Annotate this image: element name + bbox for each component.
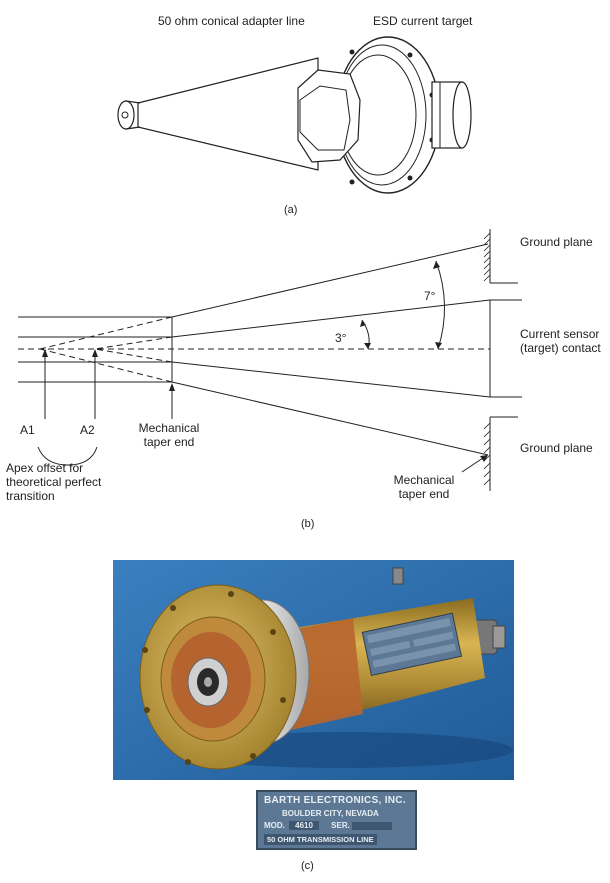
panel-a: 50 ohm conical adapter line ESD current … [0, 0, 610, 225]
plate-ser-field [352, 821, 393, 830]
plate-line4: 50 OHM TRANSMISSION LINE [264, 834, 377, 845]
outer-taper-bottom [171, 381, 489, 456]
label-esd-target: ESD current target [373, 14, 473, 28]
cylinder-nameplate [361, 612, 463, 677]
panel-b: Ground plane Ground plane Current sensor… [0, 225, 610, 540]
caption-c: (c) [301, 860, 314, 872]
label-angle-7: 7° [424, 289, 436, 303]
plate-mod-label: MOD. [264, 821, 285, 830]
nameplate-closeup: BARTH ELECTRONICS, INC. BOULDER CITY, NE… [256, 790, 417, 850]
inner-taper-bottom [171, 361, 491, 398]
caption-b: (b) [301, 518, 315, 530]
plate-line1: BARTH ELECTRONICS, INC. [264, 795, 406, 806]
plate-mod-value: 4610 [289, 821, 319, 830]
plate-ser-label: SER. [331, 821, 350, 830]
label-apex-a2: A2 [80, 423, 95, 437]
inner-taper-top [171, 299, 491, 338]
apex-brace [37, 446, 98, 466]
label-mech-taper-end-left: Mechanical taper end [138, 421, 200, 449]
device-photo [113, 560, 514, 780]
label-apex-offset: Apex offset for theoretical perfect tran… [6, 461, 102, 503]
angle-arc-7 [435, 260, 445, 350]
label-angle-3: 3° [335, 331, 347, 345]
adapter-drawing [117, 36, 472, 194]
label-apex-a1: A1 [20, 423, 35, 437]
caption-a: (a) [284, 204, 298, 216]
taper-diagram [18, 229, 522, 491]
label-ground-plane-bottom: Ground plane [520, 441, 593, 455]
label-conical-line: 50 ohm conical adapter line [158, 14, 305, 28]
conical-adapter-body [137, 57, 319, 171]
label-ground-plane-top: Ground plane [520, 235, 593, 249]
label-current-sensor: Current sensor (target) contact [520, 327, 601, 355]
outer-taper-top [171, 243, 489, 318]
label-mech-taper-end-right: Mechanical taper end [393, 473, 455, 501]
plate-line2: BOULDER CITY, NEVADA [282, 809, 379, 818]
